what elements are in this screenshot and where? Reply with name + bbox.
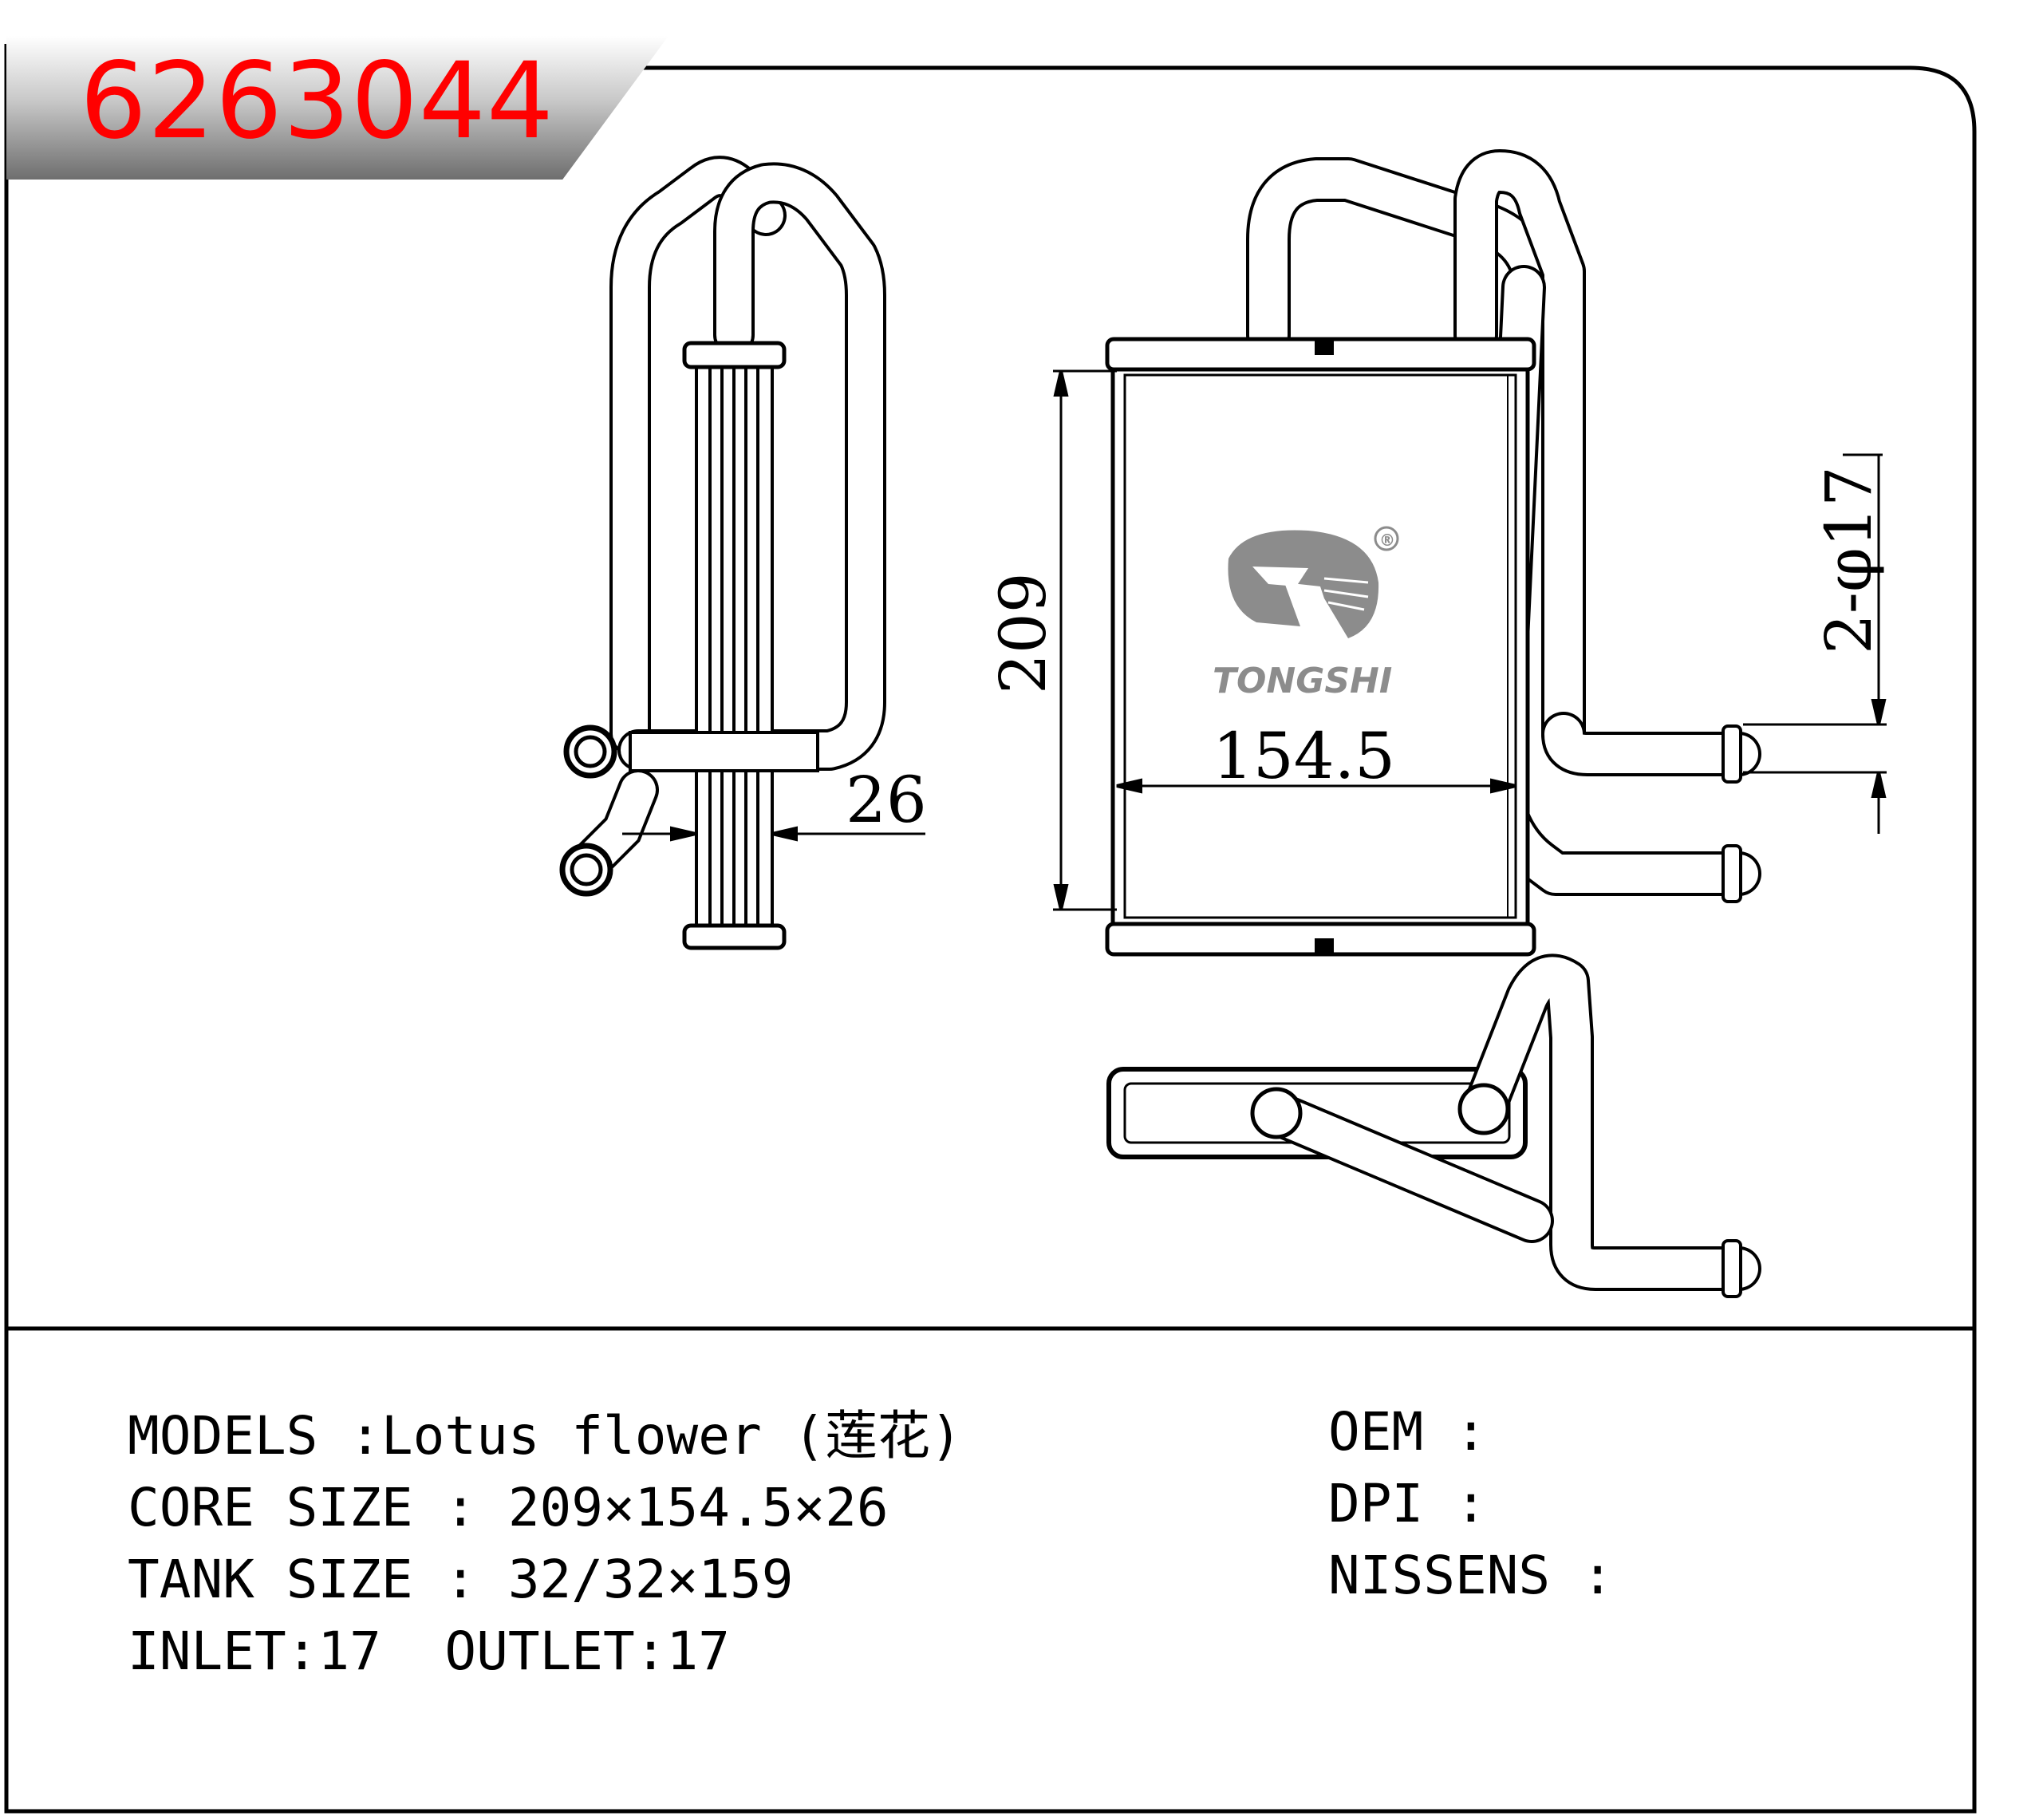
front-view <box>1053 149 1887 957</box>
diameter-dimension-label: 2-φ17 <box>1812 466 1886 654</box>
bottom-view <box>1106 953 1761 1298</box>
spec-models: MODELS :Lotus flower (莲花) <box>128 1405 962 1467</box>
part-number-banner <box>6 36 668 180</box>
width-dimension-label: 154.5 <box>1213 719 1395 793</box>
spec-core-size: CORE SIZE : 209×154.5×26 <box>128 1477 889 1538</box>
tongshi-logo: ® TONGSHI <box>1213 526 1399 701</box>
logo-registered-mark: ® <box>1379 531 1395 550</box>
height-dimension-label: 209 <box>986 572 1060 694</box>
part-number: 6263044 <box>80 40 554 163</box>
front-core <box>1110 365 1530 928</box>
sheet-frame <box>4 44 1977 1814</box>
depth-dimension-label: 26 <box>846 763 927 837</box>
spec-tank-size: TANK SIZE : 32/32×159 <box>128 1549 794 1610</box>
ref-dpi: DPI : <box>1328 1473 1487 1534</box>
logo-brand-name: TONGSHI <box>1213 661 1392 701</box>
ref-oem: OEM : <box>1328 1401 1487 1463</box>
spec-inlet-outlet: INLET:17 OUTLET:17 <box>128 1621 730 1682</box>
side-tank-top <box>682 341 787 369</box>
side-tank-bottom <box>682 923 787 950</box>
side-view <box>559 156 925 950</box>
ref-nissens: NISSENS : <box>1328 1545 1614 1606</box>
